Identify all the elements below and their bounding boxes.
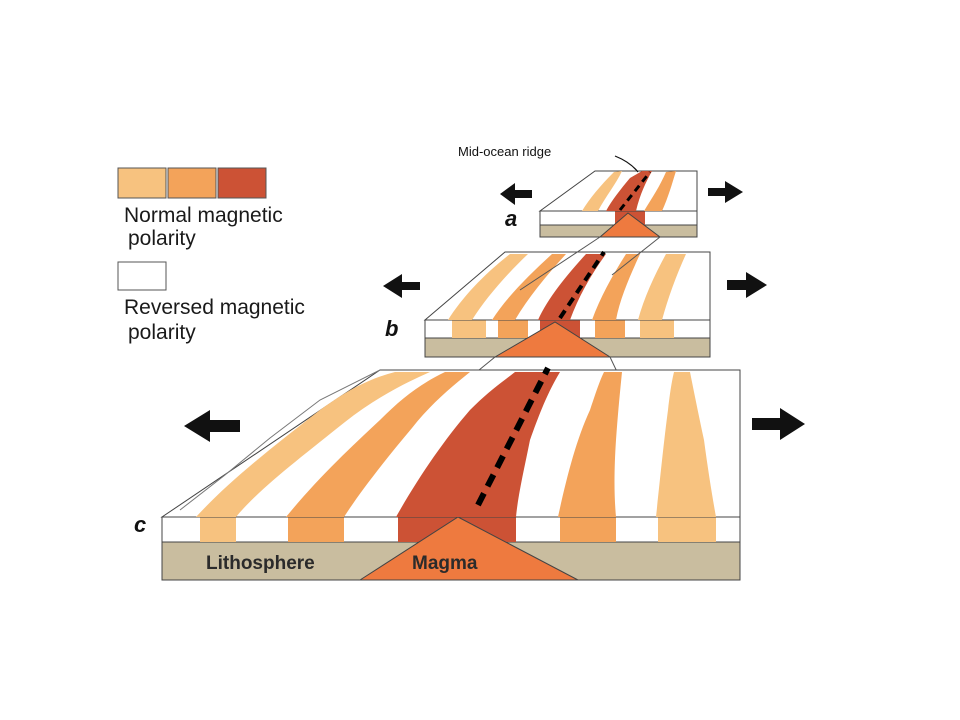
ridge-pointer: [614, 155, 639, 173]
legend-swatch-reversed: [117, 261, 167, 291]
panel-c-letter: c: [134, 512, 147, 537]
panel-a-arrow-right: [708, 181, 743, 203]
legend-reversed-label: Reversed magnetic: [124, 296, 305, 319]
legend: [117, 167, 267, 291]
legend-swatch-light: [117, 167, 167, 199]
panel-b-letter: b: [385, 316, 399, 341]
legend-reversed-label-line2: polarity: [128, 321, 196, 344]
panel-c-arrow-left: [184, 410, 240, 442]
panel-c-block: [160, 366, 741, 581]
panel-c-arrow-right: [752, 408, 805, 440]
panel-a-arrow-left: [500, 183, 532, 205]
panel-b-arrow-left: [383, 274, 420, 298]
panel-a-block: [538, 170, 698, 238]
ridge-label: Mid-ocean ridge: [458, 144, 552, 159]
lithosphere-label: Lithosphere: [206, 553, 315, 574]
panel-a-letter: a: [505, 206, 518, 231]
magma-label: Magma: [412, 553, 478, 574]
panel-b-block: [423, 250, 711, 358]
legend-swatch-medium: [167, 167, 217, 199]
legend-normal-label: Normal magnetic: [124, 204, 283, 227]
legend-swatch-dark: [217, 167, 267, 199]
legend-normal-label-line2: polarity: [128, 227, 196, 250]
panel-b-arrow-right: [727, 272, 767, 298]
